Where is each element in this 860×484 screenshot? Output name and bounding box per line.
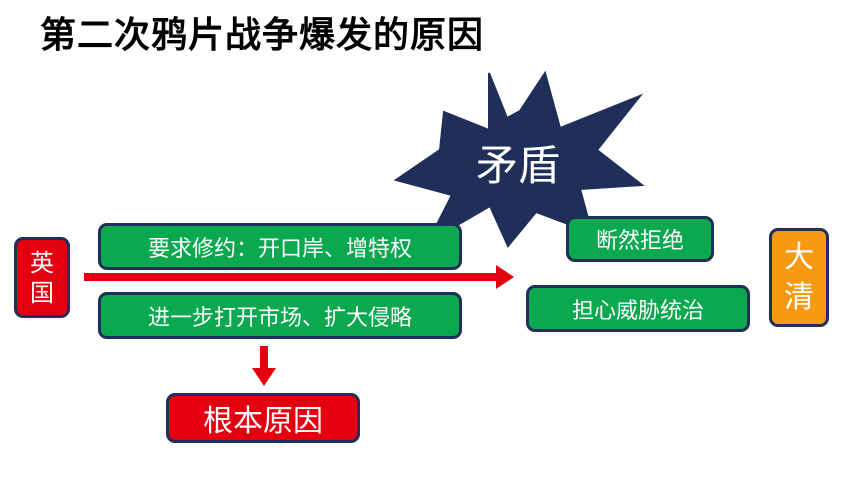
demand-box-expansion: 进一步打开市场、扩大侵略 bbox=[98, 292, 462, 339]
main-arrow-head bbox=[496, 265, 514, 289]
qing-box: 大 清 bbox=[769, 228, 829, 327]
conflict-label: 矛盾 bbox=[475, 141, 560, 190]
down-arrow-shaft bbox=[260, 346, 268, 370]
main-arrow-shaft bbox=[84, 273, 504, 281]
britain-char-2: 国 bbox=[30, 278, 54, 307]
root-cause-box: 根本原因 bbox=[166, 393, 360, 443]
britain-box: 英 国 bbox=[14, 237, 70, 318]
response-box-worry: 担心威胁统治 bbox=[526, 285, 750, 332]
burst-shape bbox=[393, 70, 645, 248]
page-title: 第二次鸦片战争爆发的原因 bbox=[40, 15, 485, 56]
response-box-refuse: 断然拒绝 bbox=[566, 216, 714, 262]
qing-char-2: 清 bbox=[784, 279, 814, 315]
britain-char-1: 英 bbox=[30, 248, 54, 277]
down-arrow-head bbox=[252, 368, 276, 386]
demand-box-revision: 要求修约：开口岸、增特权 bbox=[98, 223, 462, 270]
qing-char-1: 大 bbox=[784, 239, 814, 275]
